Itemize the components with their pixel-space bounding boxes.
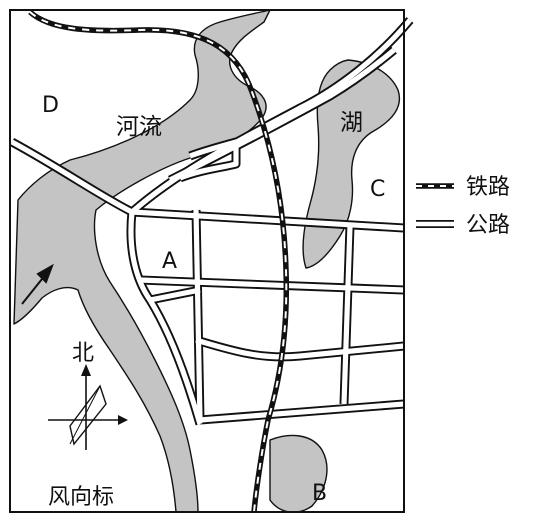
river — [13, 9, 271, 513]
river-flow-arrow — [21, 263, 54, 305]
label-river: 河流 — [116, 114, 162, 140]
label-d: D — [42, 93, 59, 118]
water-layer — [13, 9, 401, 513]
legend-road-label: 公路 — [466, 213, 510, 238]
railway-line — [28, 9, 290, 513]
map-frame — [9, 9, 405, 513]
label-b: B — [312, 481, 327, 506]
legend: 铁路 公路 — [416, 175, 510, 238]
label-wind-rose: 风向标 — [48, 485, 114, 510]
north-arrow-icon — [81, 364, 91, 376]
road-network — [9, 17, 414, 426]
east-arrow-icon — [118, 415, 128, 425]
label-c: C — [370, 177, 385, 202]
label-a: A — [162, 249, 177, 274]
legend-railway-label: 铁路 — [466, 175, 510, 200]
wind-vane-icon — [69, 384, 107, 446]
wind-rose — [48, 364, 128, 450]
label-north: 北 — [72, 341, 94, 366]
label-lake: 湖 — [340, 110, 363, 136]
